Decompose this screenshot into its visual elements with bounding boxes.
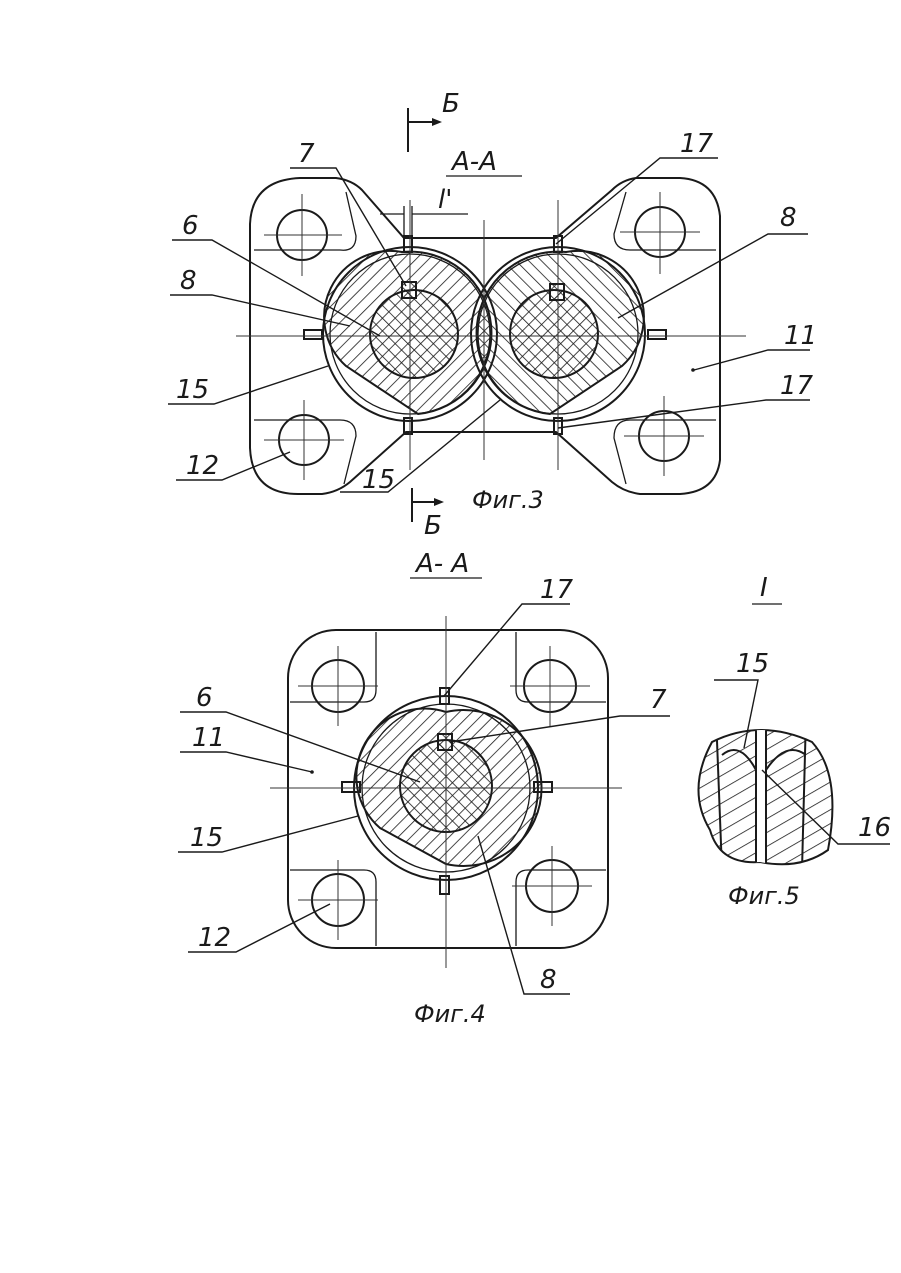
fig4-label-11: 11 bbox=[192, 723, 225, 753]
fig5-label-16: 16 bbox=[858, 813, 891, 843]
fig3-label-12: 12 bbox=[186, 451, 219, 481]
dimension-l-prime: l' bbox=[380, 185, 468, 238]
fig3-caption: Фиг.3 bbox=[472, 486, 544, 514]
fig3-label-11: 11 bbox=[784, 321, 817, 351]
figure-5: I 15 16 Фиг.5 bbox=[690, 573, 891, 910]
section-mark-label-bottom: Б bbox=[424, 511, 442, 541]
fig3-section-title: А-А bbox=[450, 147, 497, 177]
dimension-label: l' bbox=[438, 185, 452, 215]
fig4-label-8: 8 bbox=[540, 965, 557, 995]
fig4-label-17: 17 bbox=[540, 575, 574, 605]
figure-4: А- А bbox=[178, 549, 670, 1028]
section-mark-label-top: Б bbox=[442, 89, 460, 119]
fig3-shaft-right bbox=[510, 290, 598, 378]
fig3-label-8-left: 8 bbox=[180, 266, 197, 296]
fig3-label-17-top: 17 bbox=[680, 129, 714, 159]
fig3-shaft-left bbox=[370, 290, 458, 378]
fig5-detail-mark: I bbox=[760, 573, 768, 603]
section-mark-top: Б bbox=[408, 89, 460, 152]
fig3-label-15-left: 15 bbox=[176, 375, 209, 405]
fig4-caption: Фиг.4 bbox=[414, 1000, 486, 1028]
fig4-label-6: 6 bbox=[196, 683, 213, 713]
fig4-label-15: 15 bbox=[190, 823, 223, 853]
fig3-label-8-right: 8 bbox=[780, 203, 797, 233]
fig4-label-7: 7 bbox=[650, 685, 667, 715]
fig3-label-7: 7 bbox=[298, 139, 315, 169]
fig5-label-15: 15 bbox=[736, 649, 769, 679]
fig3-label-6: 6 bbox=[182, 211, 199, 241]
section-mark-bottom: Б bbox=[412, 488, 444, 541]
fig4-label-12: 12 bbox=[198, 923, 231, 953]
fig3-label-17-bottom: 17 bbox=[780, 371, 814, 401]
fig3-label-15-bottom: 15 bbox=[362, 465, 395, 495]
fig5-caption: Фиг.5 bbox=[728, 882, 800, 910]
figure-3: Б Б А-А l' bbox=[168, 89, 817, 541]
fig4-section-title: А- А bbox=[414, 549, 469, 579]
